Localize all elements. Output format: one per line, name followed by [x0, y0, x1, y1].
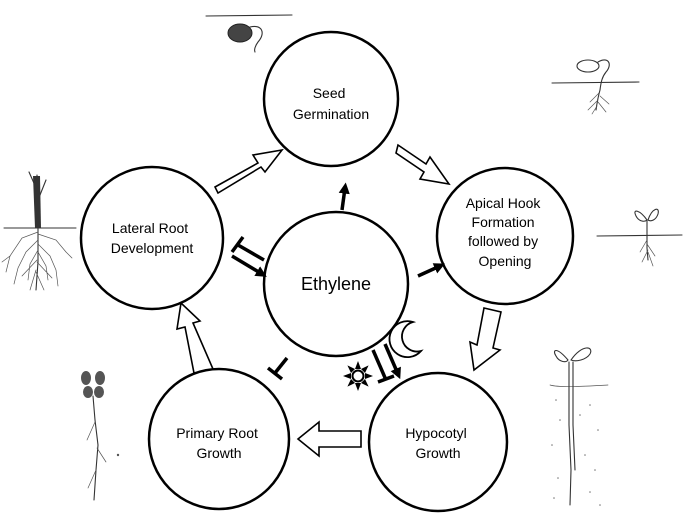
node-ethylene: Ethylene: [262, 210, 410, 358]
apical-hook-line-1: Apical Hook: [466, 195, 542, 211]
node-hypocotyl: Hypocotyl Growth: [367, 371, 509, 513]
svg-text:Apical Hook Formation: Apical Hook Formation followed by Openin…: [466, 195, 545, 269]
node-lateral-root: Lateral Root Development: [79, 165, 225, 311]
node-seed-germination: Seed Germination: [262, 30, 400, 168]
effect-arrow-hypocotyl-dark: [383, 343, 401, 380]
apical-hook-line-4: Opening: [479, 253, 532, 269]
node-primary-root: Primary Root Growth: [147, 367, 291, 511]
svg-text:Hypocotyl Growth: Hypocotyl Growth: [405, 425, 470, 461]
svg-text:Seed Germination: Seed Germination: [293, 85, 369, 122]
cycle-arrow-primary-to-lateral: [176, 301, 215, 374]
moon-icon: [388, 320, 424, 358]
lateral-root-line-2: Development: [111, 240, 194, 256]
effect-arrow-lateral-root: [231, 254, 267, 277]
primary-root-seedling-sketch-icon: [81, 371, 120, 501]
primary-root-line-2: Growth: [196, 445, 241, 461]
seed-germination-line-2: Germination: [293, 106, 369, 122]
effect-inhibit-lateral-root: [230, 235, 265, 262]
apical-hook-line-3: followed by: [468, 233, 538, 249]
hook-seedling-sketch-icon: [596, 208, 683, 267]
seed-sketch-icon: [205, 14, 293, 53]
lateral-root-line-1: Lateral Root: [112, 220, 188, 236]
svg-text:Primary Root Growth: Primary Root Growth: [176, 425, 262, 461]
hypocotyl-seedling-sketch-icon: [549, 347, 609, 506]
svg-text:Lateral Root Development: Lateral Root Development: [111, 220, 194, 256]
cycle-arrow-hypocotyl-to-primary: [296, 420, 362, 458]
effect-inhibit-hypocotyl-light: [371, 349, 395, 384]
effect-arrow-seed-germination: [338, 182, 350, 211]
cycle-arrow-lateral-to-seed: [213, 148, 284, 195]
germinating-seedling-sketch-icon: [551, 59, 640, 115]
lateral-root-seedling-sketch-icon: [1, 171, 77, 291]
effect-inhibit-primary-root: [266, 356, 289, 381]
cycle-arrow-apical-to-hypocotyl: [469, 307, 502, 372]
cycle-arrow-seed-to-apical: [395, 143, 451, 186]
node-apical-hook: Apical Hook Formation followed by Openin…: [435, 166, 575, 306]
primary-root-line-1: Primary Root: [176, 425, 258, 441]
seed-germination-line-1: Seed: [313, 85, 346, 101]
sun-icon: [343, 361, 373, 391]
hypocotyl-line-1: Hypocotyl: [405, 425, 466, 441]
effect-arrow-apical-hook: [417, 263, 446, 278]
ethylene-label: Ethylene: [301, 274, 371, 294]
hypocotyl-line-2: Growth: [415, 445, 460, 461]
apical-hook-line-2: Formation: [472, 214, 535, 230]
